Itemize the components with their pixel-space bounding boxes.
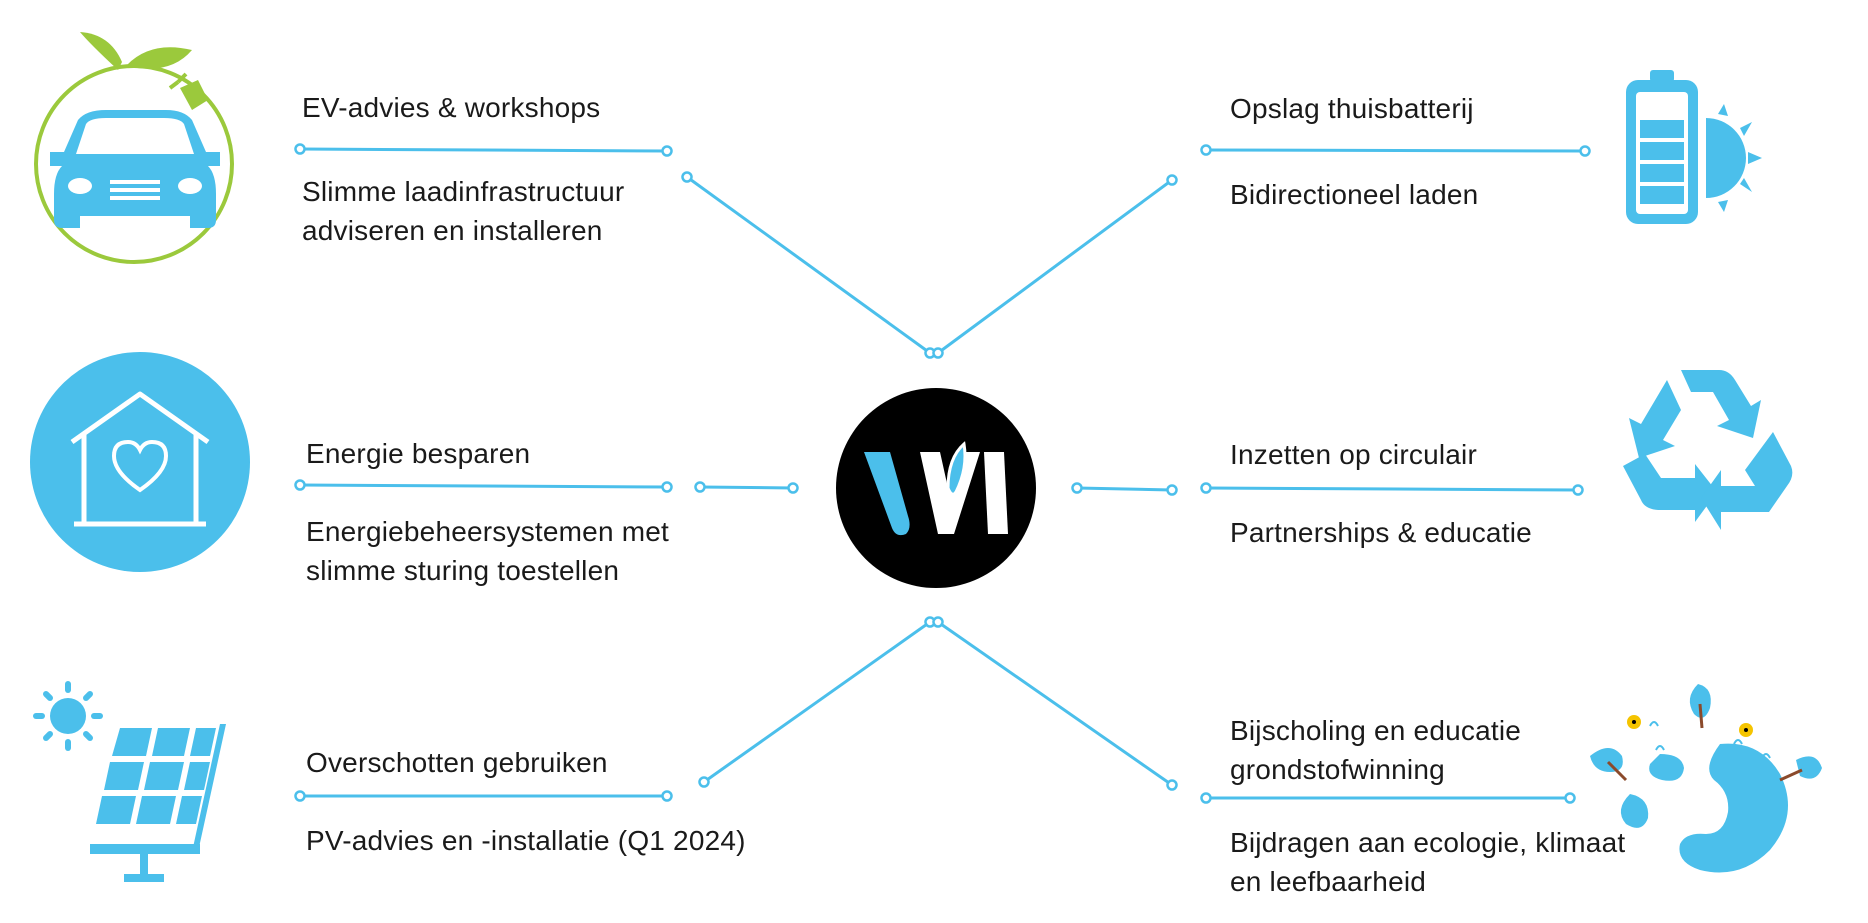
- separator-circular: [1205, 486, 1579, 492]
- company-logo-icon: [836, 388, 1036, 588]
- separator-energy: [299, 483, 668, 489]
- connector-bottom-left: [703, 620, 931, 784]
- connector-top-left: [686, 175, 931, 355]
- solar-title: Overschotten gebruiken: [306, 747, 608, 778]
- connector-mid-right: [1076, 486, 1173, 492]
- circular-desc-line1: Partnerships & educatie: [1230, 517, 1532, 548]
- energy-desc-line2: slimme sturing toestellen: [306, 555, 620, 586]
- ecology-desc-line2: en leefbaarheid: [1230, 866, 1427, 897]
- recycle-icon: [1623, 370, 1793, 530]
- battery-sun-icon: [1626, 70, 1762, 224]
- energy-desc-line1: Energiebeheersystemen met: [306, 516, 669, 547]
- battery-title: Opslag thuisbatterij: [1230, 93, 1474, 124]
- house-heart-icon: [30, 352, 250, 572]
- connector-bottom-right: [937, 620, 1173, 787]
- ev-desc-line2: adviseren en installeren: [302, 215, 603, 246]
- ecology-title-line2: grondstofwinning: [1230, 754, 1445, 785]
- energy-title: Energie besparen: [306, 438, 531, 469]
- circular-title: Inzetten op circulair: [1230, 439, 1477, 470]
- ecology-desc-line1: Bijdragen aan ecologie, klimaat: [1230, 827, 1626, 858]
- ecology-title-line1: Bijscholing en educatie: [1230, 715, 1522, 746]
- separator-ev: [299, 147, 668, 153]
- connector-top-right: [937, 178, 1173, 355]
- separator-battery: [1205, 148, 1586, 153]
- earth-nature-icon: [1590, 684, 1822, 873]
- battery-desc-line1: Bidirectioneel laden: [1230, 179, 1479, 210]
- solar-panel-icon: [33, 681, 226, 882]
- connector-mid-left: [699, 485, 794, 490]
- electric-car-icon: [34, 32, 234, 264]
- ev-title: EV-advies & workshops: [302, 92, 601, 123]
- solar-desc-line1: PV-advies en -installatie (Q1 2024): [306, 825, 746, 856]
- ev-desc-line1: Slimme laadinfrastructuur: [302, 176, 625, 207]
